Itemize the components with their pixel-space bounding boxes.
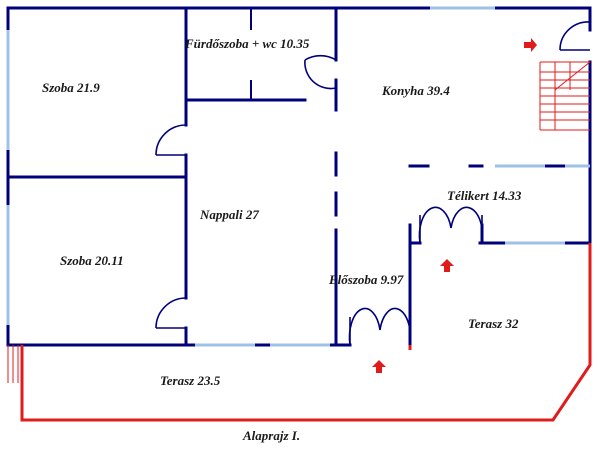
arrow-up-icon	[372, 360, 386, 373]
staircase	[539, 61, 591, 131]
arrow-right-icon	[524, 38, 537, 52]
room-label-eloszoba: Előszoba 9.97	[328, 272, 404, 287]
room-label-nappali: Nappali 27	[199, 207, 259, 222]
room-label-terasz-2: Terasz 23.5	[160, 373, 221, 388]
room-label-szoba-1: Szoba 21.9	[42, 80, 100, 95]
room-label-konyha: Konyha 39.4	[381, 83, 450, 98]
entry-arrows	[372, 38, 537, 373]
room-labels: Fürdőszoba + wc 10.35 Szoba 21.9 Konyha …	[42, 36, 522, 388]
arrow-up-icon	[440, 259, 454, 272]
room-label-telikert: Télikert 14.33	[447, 188, 522, 203]
windows	[6, 6, 590, 347]
doors	[155, 21, 591, 346]
room-label-szoba-2: Szoba 20.11	[60, 253, 124, 268]
room-label-furdoszoba: Fürdőszoba + wc 10.35	[184, 36, 310, 51]
room-label-terasz-1: Terasz 32	[468, 316, 519, 331]
terrace-outline	[7, 243, 592, 422]
plan-caption: Alaprajz I.	[242, 428, 300, 443]
interior-walls	[6, 6, 567, 347]
